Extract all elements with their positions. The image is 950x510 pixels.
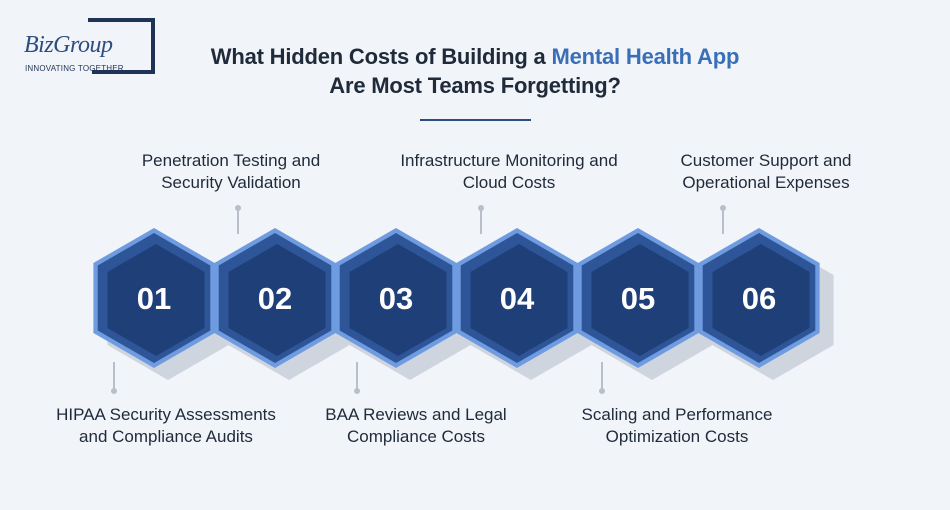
- step-05-number: 05: [621, 281, 655, 316]
- logo-tagline: INNOVATING TOGETHER: [25, 64, 124, 73]
- step-03-connector-dot: [354, 388, 360, 394]
- step-06-connector-dot: [720, 205, 726, 211]
- step-04-label: Infrastructure Monitoring and Cloud Cost…: [400, 151, 618, 192]
- page-title: What Hidden Costs of Building a Mental H…: [140, 42, 810, 100]
- step-05-connector: [601, 362, 603, 390]
- step-01-connector: [113, 362, 115, 390]
- step-06-label: Customer Support and Operational Expense…: [680, 151, 852, 192]
- step-01-connector-dot: [111, 388, 117, 394]
- step-03-label: BAA Reviews and Legal Compliance Costs: [325, 405, 507, 446]
- step-04-hex-inner: [470, 244, 568, 356]
- title-line-1: What Hidden Costs of Building a Mental H…: [140, 42, 810, 71]
- step-04-connector: [480, 210, 482, 234]
- step-06-hex-inner: [712, 244, 810, 356]
- step-01-hex-inner: [107, 244, 205, 356]
- bizgroup-logo: BizGroup INNOVATING TOGETHER: [22, 18, 157, 76]
- title-highlight: Mental Health App: [551, 44, 740, 69]
- step-03-number: 03: [379, 281, 413, 316]
- step-04-number: 04: [500, 281, 535, 316]
- step-05-hex-inner: [591, 244, 689, 356]
- step-03-connector: [356, 362, 358, 390]
- step-02-number: 02: [258, 281, 292, 316]
- logo-wordmark: BizGroup: [24, 32, 113, 58]
- title-line-2: Are Most Teams Forgetting?: [329, 73, 621, 98]
- step-01-label: HIPAA Security Assessments and Complianc…: [56, 405, 276, 446]
- step-05-label: Scaling and Performance Optimization Cos…: [581, 405, 773, 446]
- step-02-hex-inner: [228, 244, 326, 356]
- step-02-connector: [237, 210, 239, 234]
- title-prefix: What Hidden Costs of Building a: [210, 44, 552, 69]
- step-03-hex-inner: [349, 244, 447, 356]
- step-06-connector: [722, 210, 724, 234]
- step-06-number: 06: [742, 281, 776, 316]
- step-02-label: Penetration Testing and Security Validat…: [141, 151, 321, 192]
- logo-bracket-icon: [88, 18, 155, 74]
- title-divider: [420, 119, 531, 121]
- step-02-connector-dot: [235, 205, 241, 211]
- step-04-connector-dot: [478, 205, 484, 211]
- step-01-number: 01: [137, 281, 171, 316]
- step-05-connector-dot: [599, 388, 605, 394]
